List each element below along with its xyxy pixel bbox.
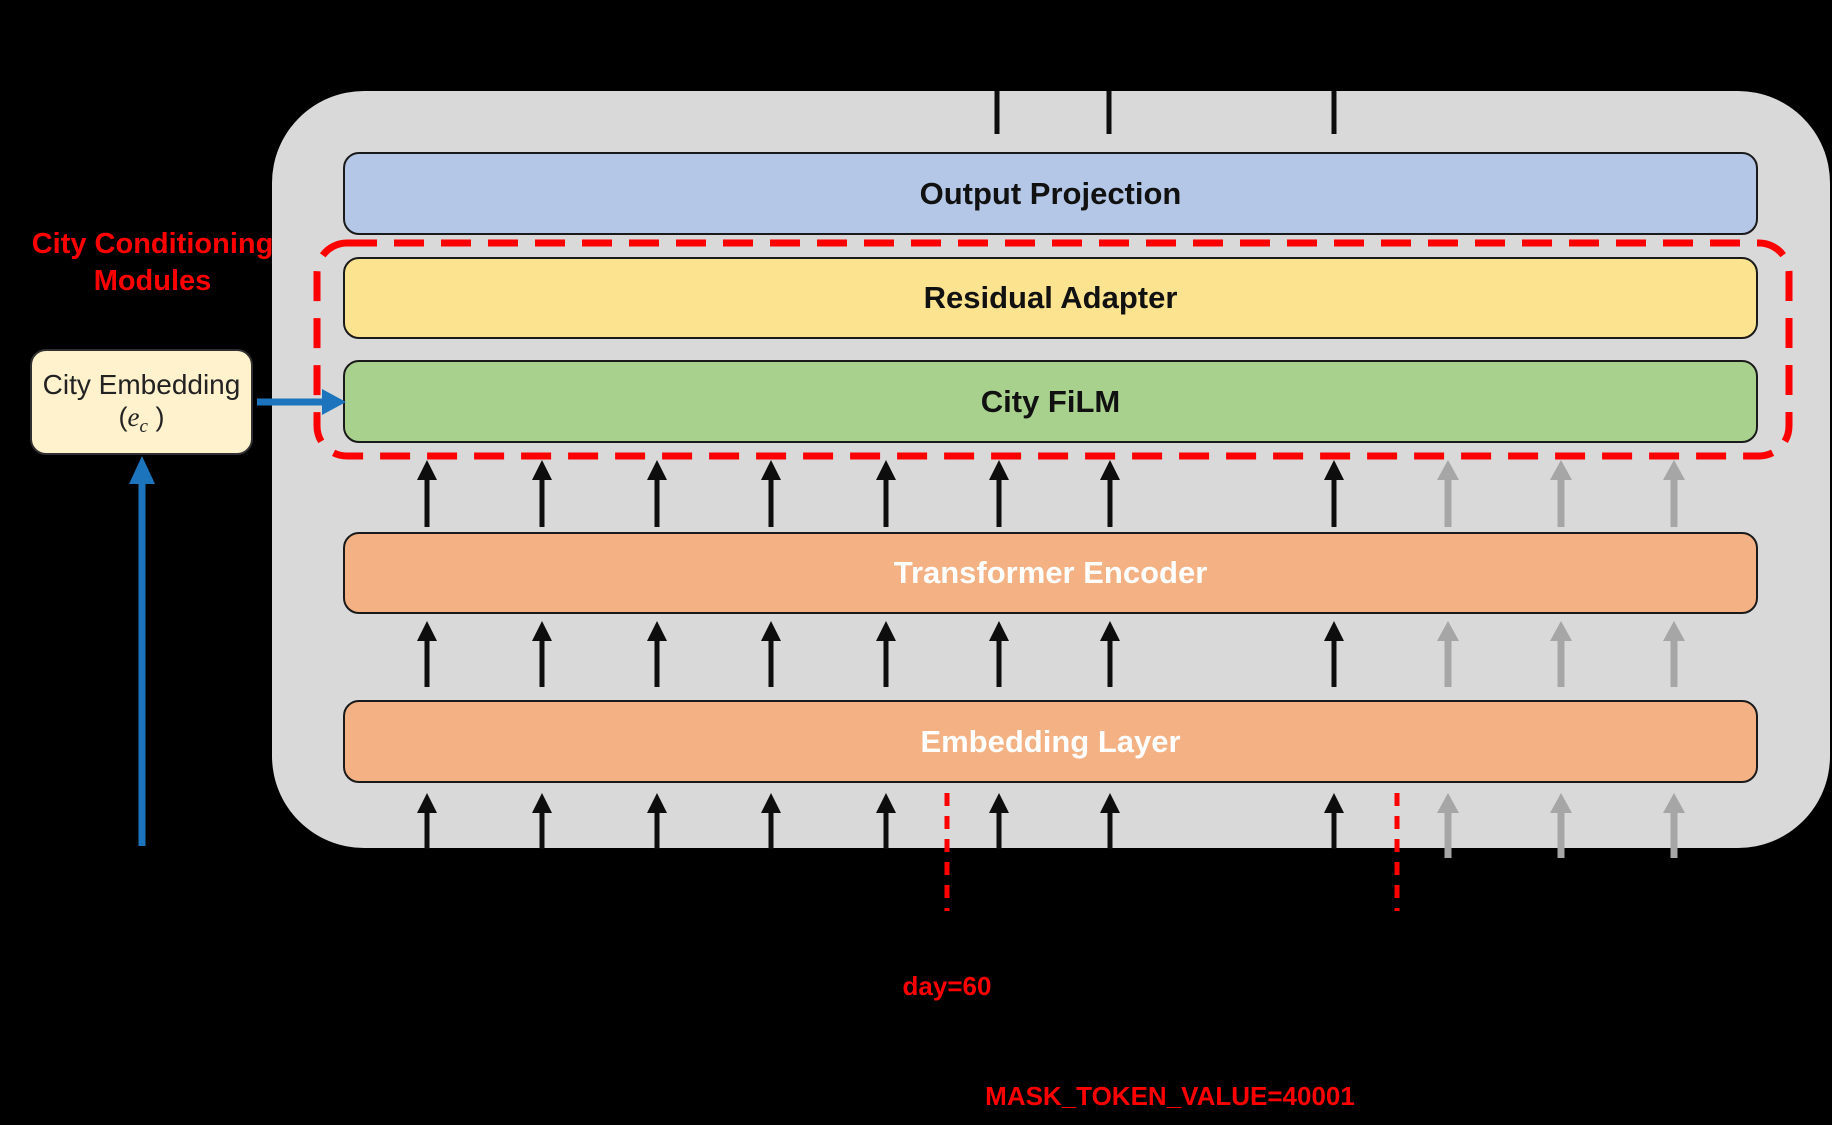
day-annotation: day=60: [902, 971, 992, 1001]
city-embedding-title: City Embedding: [42, 368, 241, 400]
city-embedding-formula: (ec ): [119, 401, 165, 437]
formula-close-paren: ): [147, 401, 165, 432]
city-film-label: City FiLM: [980, 383, 1121, 419]
formula-subscript: c: [139, 415, 148, 437]
city-conditioning-line2: Modules: [93, 265, 212, 297]
residual-adapter-label: Residual Adapter: [923, 280, 1178, 315]
embedding-layer: Embedding Layer: [343, 700, 1758, 783]
output-projection-label: Output Projection: [919, 175, 1182, 211]
city-film-layer: City FiLM: [343, 360, 1758, 443]
city-embedding-box: City Embedding (ec ): [30, 349, 253, 455]
transformer-encoder-label: Transformer Encoder: [893, 555, 1208, 590]
city-conditioning-line1: City Conditioning: [31, 228, 274, 260]
city-conditioning-modules-label: City Conditioning Modules: [0, 226, 305, 300]
transformer-encoder-layer: Transformer Encoder: [343, 532, 1758, 614]
arrow-head-icon: [129, 456, 155, 484]
output-projection-layer: Output Projection: [343, 152, 1758, 235]
embedding-layer-label: Embedding Layer: [920, 723, 1181, 759]
formula-open-paren: (: [118, 401, 128, 432]
residual-adapter-layer: Residual Adapter: [343, 257, 1758, 339]
mask-token-annotation: MASK_TOKEN_VALUE=40001: [985, 1081, 1355, 1111]
city-id-input-arrow: [129, 456, 155, 846]
formula-symbol: e: [127, 401, 140, 432]
